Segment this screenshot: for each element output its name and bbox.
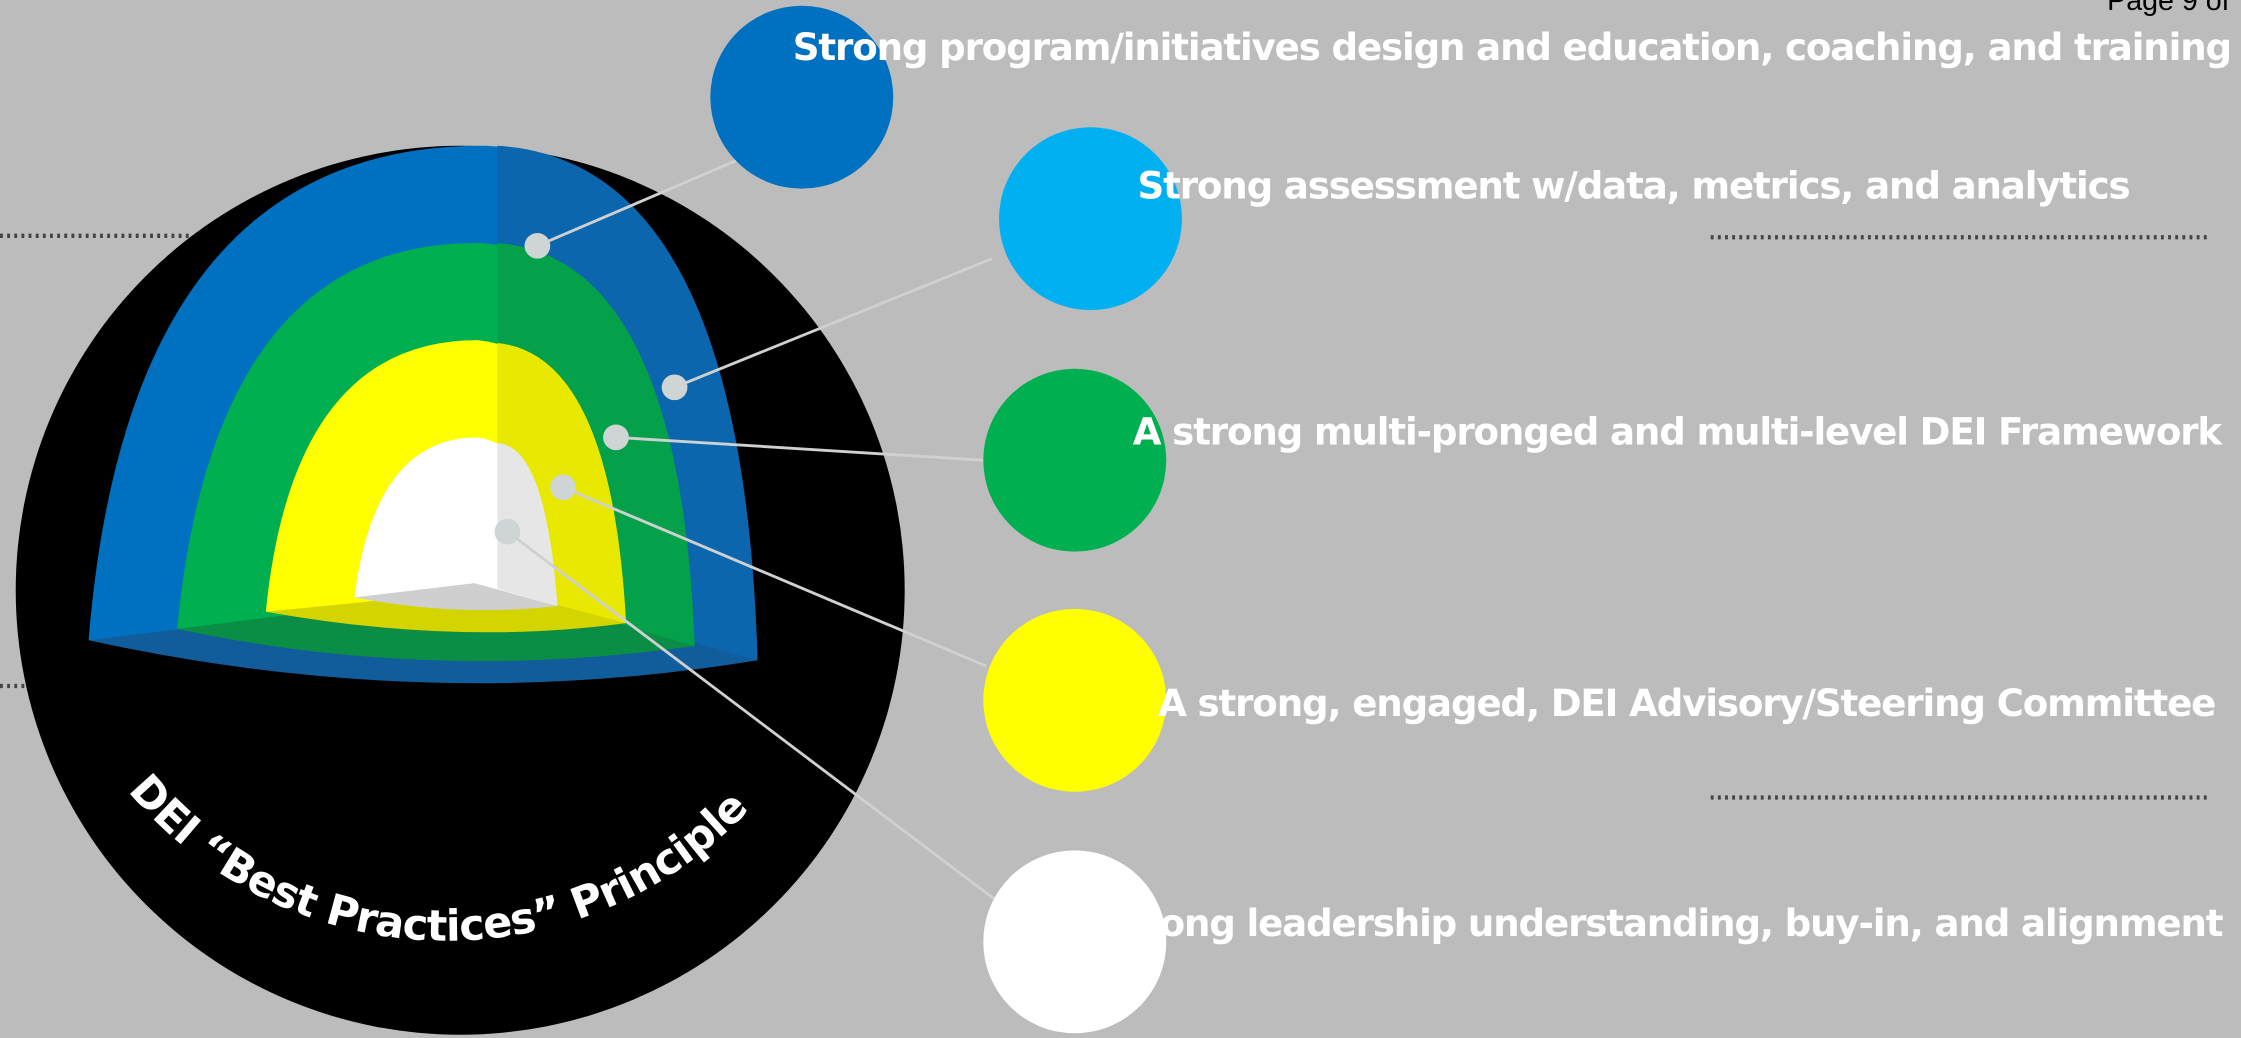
principle-circle-5 bbox=[983, 850, 1167, 1034]
principle-label-1: Strong program/initiatives design and ed… bbox=[792, 27, 2232, 71]
connector-line-3 bbox=[615, 435, 984, 462]
principle-label-3: A strong multi-pronged and multi-level D… bbox=[1132, 411, 2222, 455]
principle-label-2: Strong assessment w/data, metrics, and a… bbox=[1137, 165, 2130, 209]
connector-dot-5 bbox=[494, 518, 521, 545]
layer-white-base bbox=[354, 583, 558, 611]
connector-dot-1 bbox=[524, 232, 551, 259]
connector-dot-4 bbox=[550, 474, 576, 501]
principle-circle-3 bbox=[983, 368, 1167, 552]
connector-dot-3 bbox=[603, 424, 629, 451]
principle-circle-1 bbox=[710, 5, 894, 189]
principle-label-4: A strong, engaged, DEI Advisory/Steering… bbox=[1158, 683, 2216, 727]
principle-label-5: Strong leadership understanding, buy-in,… bbox=[1100, 903, 2223, 947]
principle-circle-2 bbox=[999, 127, 1182, 311]
connector-line-2 bbox=[674, 257, 993, 389]
page-number: Page 9 of bbox=[2107, 0, 2230, 18]
connector-dot-2 bbox=[661, 374, 688, 401]
connector-line-5 bbox=[506, 530, 998, 902]
connector-line-1 bbox=[536, 158, 739, 248]
principle-circle-4 bbox=[983, 608, 1167, 792]
connector-line-4 bbox=[562, 486, 987, 668]
layer-white-dome-shade bbox=[497, 443, 558, 606]
